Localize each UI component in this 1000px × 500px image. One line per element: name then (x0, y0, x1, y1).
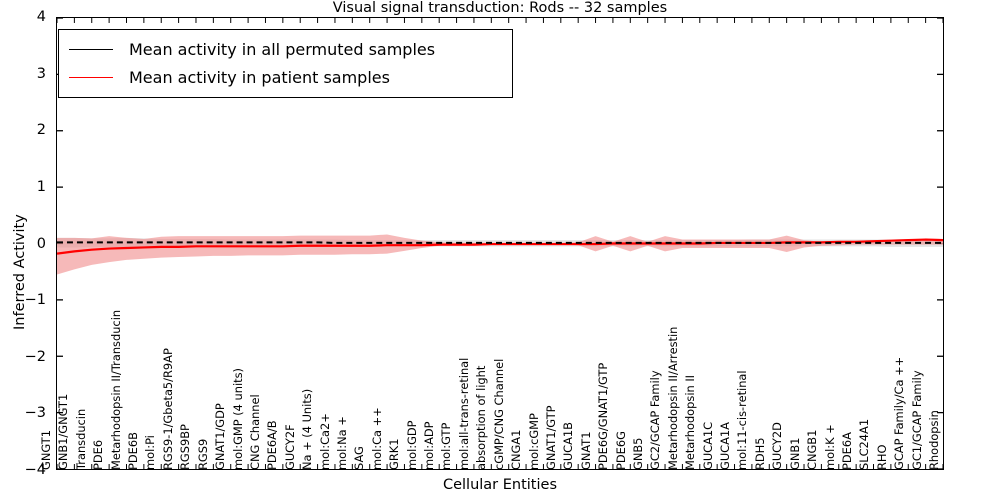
x-tick-label: mol:Na + (335, 416, 349, 470)
x-axis-label: Cellular Entities (442, 477, 558, 493)
y-tick-label: 2 (36, 122, 46, 139)
legend-item-permuted: Mean activity in all permuted samples (59, 35, 512, 63)
legend-item-patient: Mean activity in patient samples (59, 63, 512, 91)
x-tick-label: GNB1 (787, 437, 802, 470)
x-tick-label: Metarhodopsin II (683, 374, 698, 470)
x-tick-label: GNB1/GNGT1 (56, 393, 71, 470)
x-tick-label: PDE6G/GNAT1/GTP (596, 362, 611, 470)
x-tick-label: GC2/GCAP Family (648, 370, 663, 470)
x-tick-label: PDE6B (126, 432, 141, 470)
y-tick-label: 3 (36, 65, 46, 82)
x-tick-label: mol:11-cis-retinal (735, 370, 750, 470)
x-tick-label: PDE6 (91, 439, 106, 470)
legend-line-swatch-black (69, 48, 113, 50)
x-tick-label: Rhodopsin (927, 410, 941, 470)
x-tick-label: GUCA1B (561, 422, 576, 470)
x-tick-label: CNG Channel (247, 394, 262, 470)
y-tick-label: 4 (36, 9, 46, 25)
x-tick-label: mol:all-trans-retinal (456, 357, 471, 470)
x-tick-label: RGS9BP (178, 424, 193, 470)
x-tick-label: GUCY2D (770, 422, 785, 470)
x-tick-label: mol:cGMP (526, 413, 541, 470)
x-tick-label: Metarhodopsin II/Transducin (108, 309, 123, 470)
y-tick-label: −2 (24, 348, 46, 365)
x-tick-label: GUCY2F (282, 424, 297, 470)
legend: Mean activity in all permuted samples Me… (58, 29, 513, 98)
x-tick-label: Na + (4 Units) (300, 388, 315, 470)
x-tick-label: GNAT1/GDP (213, 403, 228, 470)
x-tick-label: RGS9 (195, 438, 210, 470)
x-tick-label: GCAP Family/Ca ++ (892, 356, 907, 470)
x-tick-label: GNAT1/GTP (543, 405, 558, 470)
x-tick-label: mol:K + (822, 424, 837, 470)
x-tick-label: SLC24A1 (857, 418, 872, 470)
x-tick-label: GNGT1 (39, 430, 53, 470)
x-tick-label: mol:ADP (422, 421, 437, 471)
x-tick-label: CNGB1 (805, 429, 820, 470)
x-tick-label: mol:Pi (143, 435, 158, 470)
x-tick-label: GNAT1 (578, 431, 593, 470)
plot-canvas (57, 18, 943, 469)
x-tick-label: RDH5 (752, 437, 767, 471)
x-tick-label: GRK1 (387, 438, 402, 470)
x-tick-label: RGS9-1/Gbeta5/R9AP (160, 348, 175, 470)
x-tick-label: cGMP/CNG Channel (491, 358, 506, 470)
y-tick-label: −1 (24, 292, 46, 309)
x-tick-label: mol:Ca ++ (369, 407, 384, 470)
legend-line-swatch-red (69, 76, 113, 78)
x-tick-label: mol:GMP (4 units) (230, 368, 245, 470)
x-tick-label: CNGA1 (509, 429, 524, 470)
y-tick-label: 1 (36, 178, 46, 195)
x-tick-label: GUCA1A (718, 422, 733, 470)
chart-title: Visual signal transduction: Rods -- 32 s… (332, 0, 668, 16)
y-tick-label: −4 (24, 462, 46, 478)
y-tick-label: 0 (36, 235, 46, 252)
legend-label-patient: Mean activity in patient samples (129, 67, 390, 87)
x-tick-label: Metarhodopsin II/Arrestin (665, 326, 680, 470)
y-tick-label: −3 (24, 405, 46, 422)
x-tick-label: GC1/GCAP Family (909, 370, 924, 470)
y-axis-label: Inferred Activity (12, 214, 28, 330)
x-tick-label: PDE6G (613, 431, 628, 470)
legend-label-permuted: Mean activity in all permuted samples (129, 39, 436, 59)
patient-confidence-band (57, 234, 943, 275)
x-tick-label: mol:Ca2+ (317, 413, 332, 470)
x-tick-label: Transducin (73, 408, 88, 470)
x-tick-label: mol:GTP (439, 422, 454, 470)
x-tick-label: GNB5 (631, 437, 645, 470)
x-tick-label: PDE6A (839, 432, 854, 470)
x-tick-label: SAG (352, 446, 367, 470)
permuted-mean-line (57, 241, 943, 244)
x-tick-label: mol:GDP (404, 420, 419, 470)
x-tick-label: absorption of light (474, 365, 489, 470)
x-tick-label: PDE6A/B (265, 420, 280, 470)
x-tick-label: GUCA1C (700, 421, 715, 470)
x-tick-label: RHO (874, 444, 889, 470)
